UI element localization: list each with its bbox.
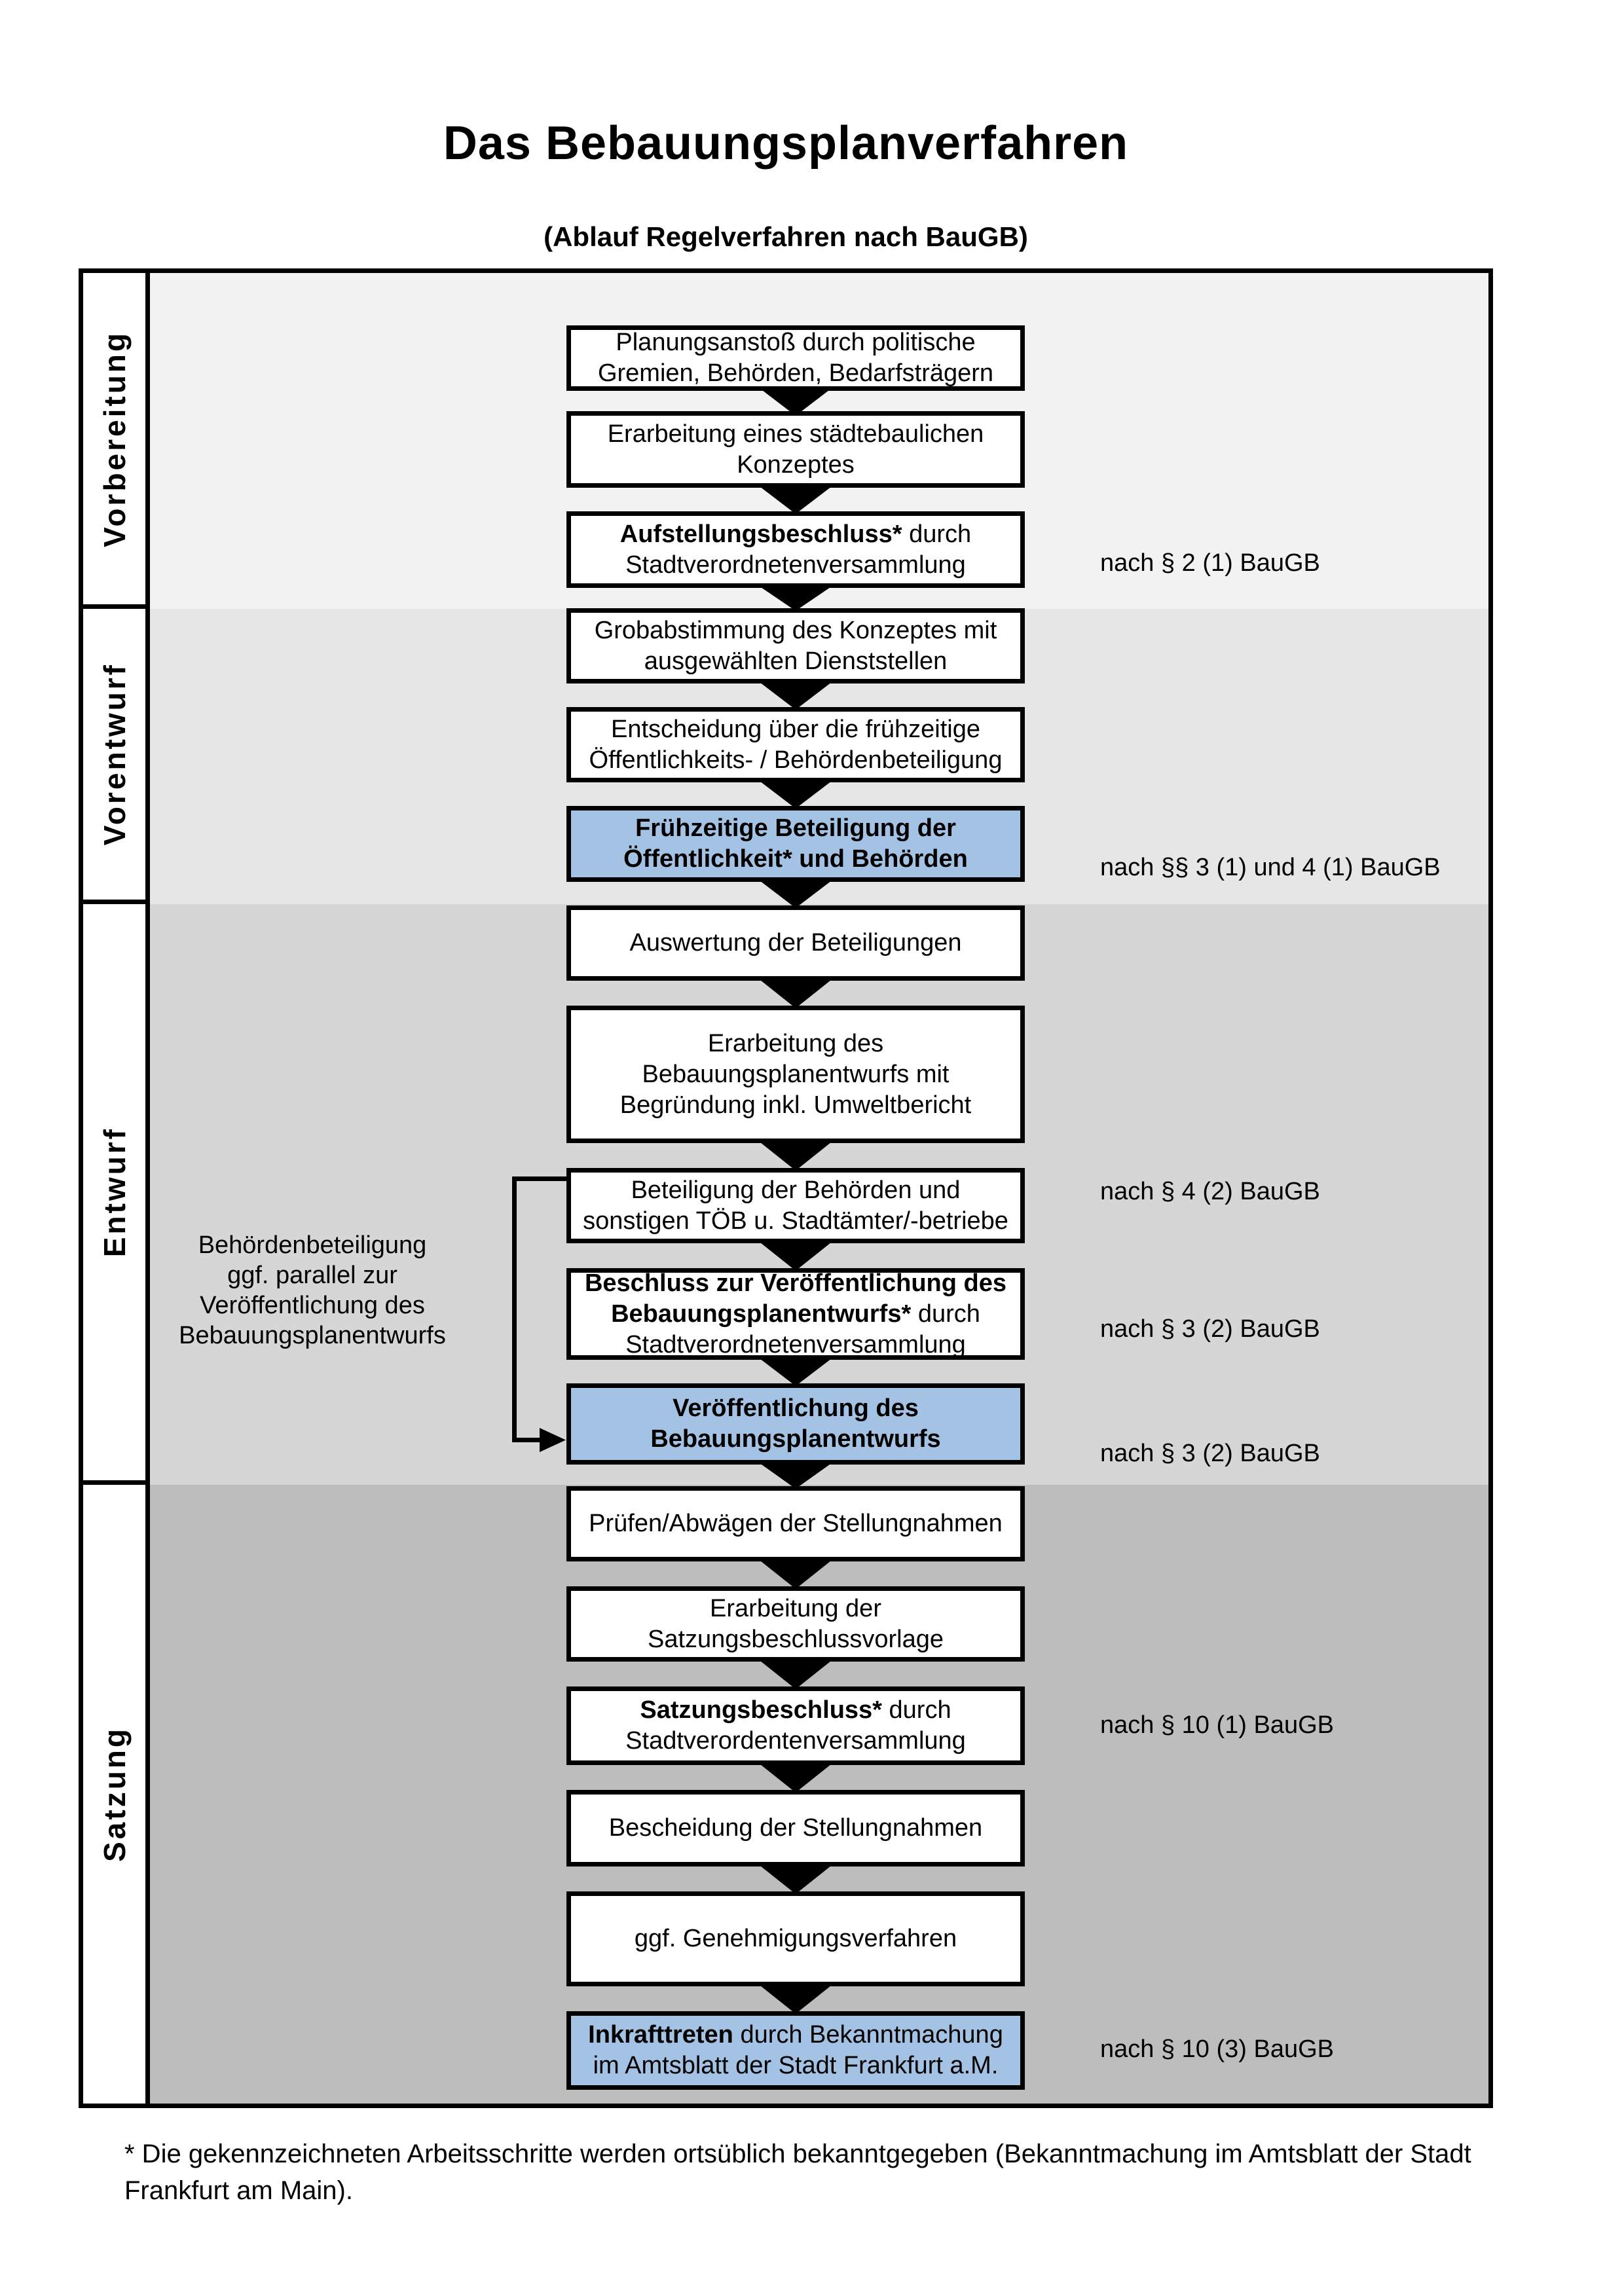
side-note-line: Behördenbeteiligung [198,1231,427,1259]
step-text-line: Veröffentlichung des [673,1394,919,1422]
footnote: * Die gekennzeichneten Arbeitsschritte w… [124,2136,1506,2209]
step-grobabstimmung: Grobabstimmung des Konzeptes mit ausgewäh… [566,608,1025,683]
step-text-line: Prüfen/Abwägen der Stellungnahmen [589,1510,1003,1537]
step-text-line: im Amtsblatt der Stadt Frankfurt a.M. [593,2052,999,2079]
step-text-line: Gremien, Behörden, Bedarfsträgern [597,359,994,387]
step-text-line: Bebauungsplanentwurfs* durch [611,1300,980,1328]
bracket-line-horizontal-bottom [512,1438,542,1442]
step-text-line: Entscheidung über die frühzeitige [610,715,981,743]
step-text-line: ggf. Genehmigungsverfahren [634,1925,957,1952]
legal-reference: nach § 4 (2) BauGB [1100,1178,1320,1205]
step-text-line: Stadtverordentenversammlung [625,1727,966,1755]
legal-reference: nach § 3 (2) BauGB [1100,1440,1320,1467]
step-text-line: Beschluss zur Veröffentlichung des [584,1269,1007,1297]
side-note-line: Bebauungsplanentwurfs [179,1322,446,1349]
step-text-line: Satzungsbeschluss* durch [640,1696,951,1724]
step-text-line: Satzungsbeschlussvorlage [647,1625,944,1653]
step-text-line: Begründung inkl. Umweltbericht [619,1091,972,1119]
step-inkrafttreten: Inkrafttreten durch Bekanntmachung im Amt… [566,2011,1025,2090]
step-text-line: Inkrafttreten durch Bekanntmachung [588,2021,1003,2049]
step-text-line: Planungsanstoß durch politische [616,329,976,356]
step-text-line: Erarbeitung eines städtebaulichen [607,420,984,448]
step-genehmigungsverfahren: ggf. Genehmigungsverfahren [566,1891,1025,1986]
page-title: Das Bebauungsplanverfahren [443,117,1129,170]
step-text-line: Beteiligung der Behörden und [631,1176,961,1204]
step-text-line: Öffentlichkeits- / Behördenbeteiligung [589,746,1003,774]
step-text-line: Bebauungsplanentwurfs mit [642,1060,950,1088]
legal-reference: nach § 3 (2) BauGB [1100,1315,1320,1343]
phase-label-satzung: Satzung [83,1485,145,2104]
process-frame: Vorbereitung Vorentwurf Entwurf Satzung … [79,268,1493,2108]
step-text-line: Aufstellungsbeschluss* durch [619,520,972,548]
side-note-line: Veröffentlichung des [200,1292,425,1319]
step-text-line: sonstigen TÖB u. Stadtämter/-betriebe [583,1207,1008,1235]
legal-reference: nach §§ 3 (1) und 4 (1) BauGB [1100,854,1441,881]
step-text-line: Grobabstimmung des Konzeptes mit [594,616,997,644]
step-text-line: Erarbeitung der [710,1594,881,1622]
phase-label-text: Vorentwurf [97,663,132,846]
phase-label-column: Vorbereitung Vorentwurf Entwurf Satzung [83,273,150,2104]
step-text-line: Auswertung der Beteiligungen [629,929,962,957]
bracket-line-horizontal-top [512,1176,566,1181]
page-subtitle: (Ablauf Regelverfahren nach BauGB) [544,221,1028,252]
step-text-line: Öffentlichkeit* und Behörden [623,845,968,873]
side-note-line: ggf. parallel zur [227,1262,397,1289]
step-text-line: Bescheidung der Stellungnahmen [608,1814,983,1842]
step-text-line: Stadtverordnetenversammlung [625,1330,966,1358]
footnote-line: * Die gekennzeichneten Arbeitsschritte w… [124,2140,1471,2168]
legal-reference: nach § 10 (3) BauGB [1100,2035,1334,2063]
legal-reference: nach § 10 (1) BauGB [1100,1711,1334,1739]
step-text-line: Erarbeitung des [707,1029,884,1057]
step-text-line: Frühzeitige Beteiligung der [635,814,956,842]
step-text-line: Bebauungsplanentwurfs [650,1425,941,1453]
phase-label-text: Vorbereitung [97,330,132,547]
step-auswertung-beteiligungen: Auswertung der Beteiligungen [566,905,1025,981]
legal-reference: nach § 2 (1) BauGB [1100,549,1320,577]
step-text-line: ausgewählten Dienststellen [644,647,948,675]
phase-label-vorentwurf: Vorentwurf [83,609,145,904]
step-text-line: Stadtverordnetenversammlung [625,551,966,579]
footnote-line: Frankfurt am Main). [124,2176,353,2205]
step-bescheidung-stellungnahmen: Bescheidung der Stellungnahmen [566,1790,1025,1867]
step-text-line: Konzeptes [737,450,855,479]
phase-label-entwurf: Entwurf [83,904,145,1485]
bracket-line-vertical [512,1176,517,1442]
phase-label-text: Entwurf [97,1127,132,1258]
phase-label-vorbereitung: Vorbereitung [83,273,145,609]
phase-label-text: Satzung [97,1726,132,1862]
step-pruefen-abwaegen: Prüfen/Abwägen der Stellungnahmen [566,1486,1025,1561]
step-beteiligung-behoerden-toeb: Beteiligung der Behörden und sonstigen TÖ… [566,1168,1025,1243]
